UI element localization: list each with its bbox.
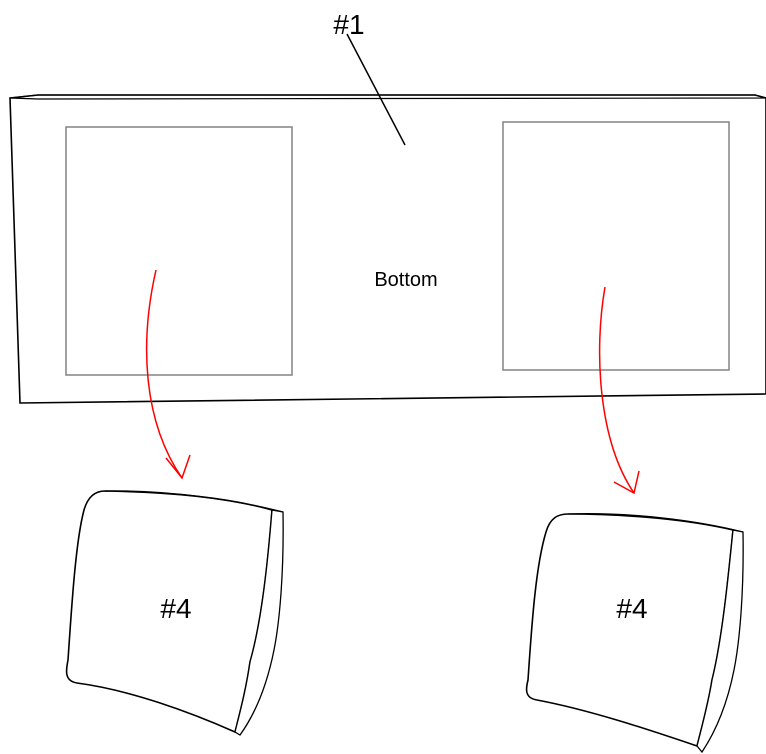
board-part-1: Bottom — [9, 94, 766, 404]
right-arrowhead — [613, 470, 640, 495]
left-placement-arrow — [145, 269, 191, 480]
left-arrowhead — [165, 454, 191, 480]
right-pad-label: #4 — [616, 593, 647, 624]
left-pad-part-4: #4 — [65, 490, 284, 736]
part-number-label: #1 — [333, 9, 364, 40]
right-pad-part-4: #4 — [525, 513, 744, 754]
part-1-callout: #1 — [333, 9, 406, 146]
left-pad-side — [234, 509, 284, 736]
board-top-edge — [9, 94, 766, 100]
face-label: Bottom — [374, 269, 437, 291]
right-placement-arrow — [598, 286, 640, 495]
board-outline — [9, 94, 766, 404]
leader-line — [346, 33, 406, 146]
left-pad-recess — [65, 126, 293, 376]
right-pad-recess — [502, 121, 730, 371]
right-pad-side — [696, 529, 744, 754]
left-pad-label: #4 — [160, 593, 191, 624]
right-pad-front — [525, 513, 734, 748]
